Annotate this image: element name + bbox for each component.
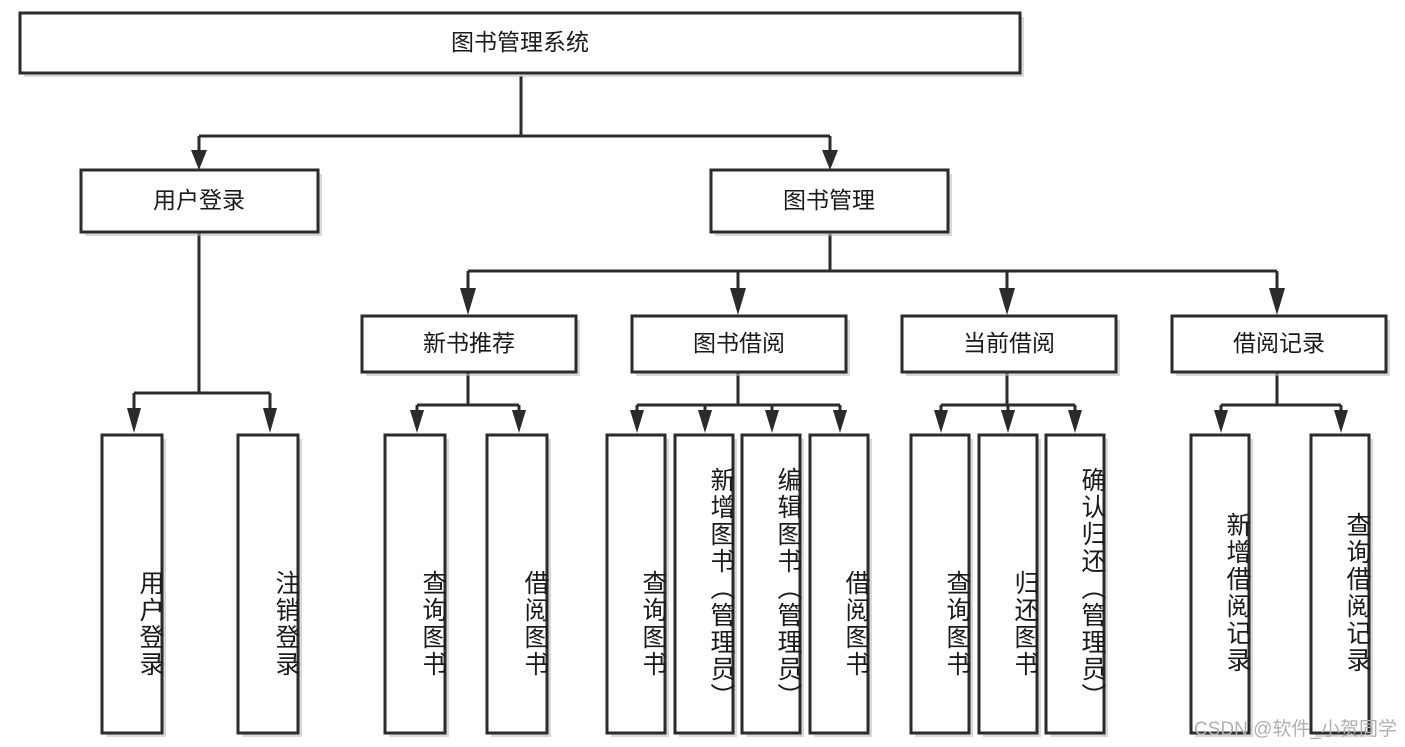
connectors-new-book-to-leaves: [410, 373, 526, 433]
node-borrow-record[interactable]: 借阅记录: [1170, 314, 1390, 376]
leaf-box-add-record[interactable]: [1189, 433, 1251, 735]
arrow-leaf-query-book-3: [934, 410, 948, 433]
node-user-login[interactable]: 用户登录: [79, 168, 322, 236]
arrow-leaf-add-record: [1214, 410, 1228, 433]
leaf-box-query-book-1[interactable]: [383, 433, 447, 735]
current-borrow-box[interactable]: [900, 314, 1118, 374]
leaf-box-query-book-2[interactable]: [605, 433, 667, 735]
arrow-leaf-add-book: [698, 410, 712, 433]
arrow-leaf-borrow-book-1: [512, 410, 526, 433]
arrow-to-new-book: [460, 288, 476, 315]
user-login-box[interactable]: [79, 168, 320, 234]
new-book-box[interactable]: [360, 314, 578, 374]
user-login-label: 用户登录: [153, 187, 245, 213]
arrow-leaf-confirm-return: [1068, 410, 1082, 433]
arrow-leaf-return-book: [1001, 410, 1015, 433]
node-root[interactable]: 图书管理系统: [18, 11, 1024, 77]
arrow-to-book-borrow: [730, 288, 746, 315]
connectors-book-borrow-to-leaves: [630, 373, 847, 433]
connectors-root-to-level2: [191, 76, 838, 170]
leaf-boxes-new-book: [383, 433, 551, 737]
arrow-root-to-book-manage: [822, 150, 838, 170]
leaf-box-query-record[interactable]: [1309, 433, 1371, 735]
node-new-book-recommend[interactable]: 新书推荐: [360, 314, 580, 376]
connectors-user-login-to-leaves: [127, 232, 277, 433]
borrow-record-box[interactable]: [1170, 314, 1388, 374]
arrow-leaf-query-book-2: [630, 410, 644, 433]
book-borrow-label: 图书借阅: [693, 330, 785, 356]
connectors-current-borrow-to-leaves: [934, 373, 1082, 433]
leaf-boxes-book-borrow: [605, 433, 872, 737]
leaf-boxes-user-login: [100, 433, 302, 737]
node-current-borrow[interactable]: 当前借阅: [900, 314, 1120, 376]
leaf-boxes-current-borrow: [909, 433, 1108, 737]
arrow-to-borrow-record: [1269, 288, 1285, 315]
leaf-box-user-login[interactable]: [100, 433, 164, 735]
leaf-box-borrow-book-2[interactable]: [808, 433, 870, 735]
arrow-leaf-edit-book: [765, 410, 779, 433]
borrow-record-label: 借阅记录: [1233, 330, 1325, 356]
node-book-manage[interactable]: 图书管理: [709, 168, 952, 236]
arrow-leaf-logout: [263, 408, 277, 433]
new-book-label: 新书推荐: [423, 330, 515, 356]
book-borrow-box[interactable]: [630, 314, 848, 374]
leaf-box-logout[interactable]: [236, 433, 300, 735]
connectors-book-manage-to-level3: [460, 234, 1285, 315]
arrow-leaf-query-record: [1334, 410, 1348, 433]
arrow-leaf-borrow-book-2: [833, 410, 847, 433]
leaf-box-query-book-3[interactable]: [909, 433, 971, 735]
csdn-watermark: CSDN @软件_小贺同学: [1194, 719, 1397, 740]
root-label: 图书管理系统: [451, 29, 589, 55]
node-book-borrow[interactable]: 图书借阅: [630, 314, 850, 376]
connectors-borrow-record-to-leaves: [1214, 373, 1348, 433]
arrow-root-to-user-login: [191, 150, 207, 170]
book-manage-box[interactable]: [709, 168, 950, 234]
leaf-box-add-book[interactable]: [673, 433, 735, 735]
root-box[interactable]: [18, 11, 1022, 75]
leaf-boxes-borrow-record: [1189, 433, 1373, 737]
leaf-box-borrow-book-1[interactable]: [485, 433, 549, 735]
book-manage-label: 图书管理: [783, 187, 875, 213]
leaf-box-edit-book[interactable]: [740, 433, 802, 735]
arrow-leaf-query-book-1: [410, 410, 424, 433]
leaf-box-confirm-return[interactable]: [1044, 433, 1106, 735]
leaf-box-return-book[interactable]: [977, 433, 1039, 735]
arrow-leaf-user-login: [127, 408, 141, 433]
arrow-to-current-borrow: [999, 288, 1015, 315]
current-borrow-label: 当前借阅: [963, 330, 1055, 356]
